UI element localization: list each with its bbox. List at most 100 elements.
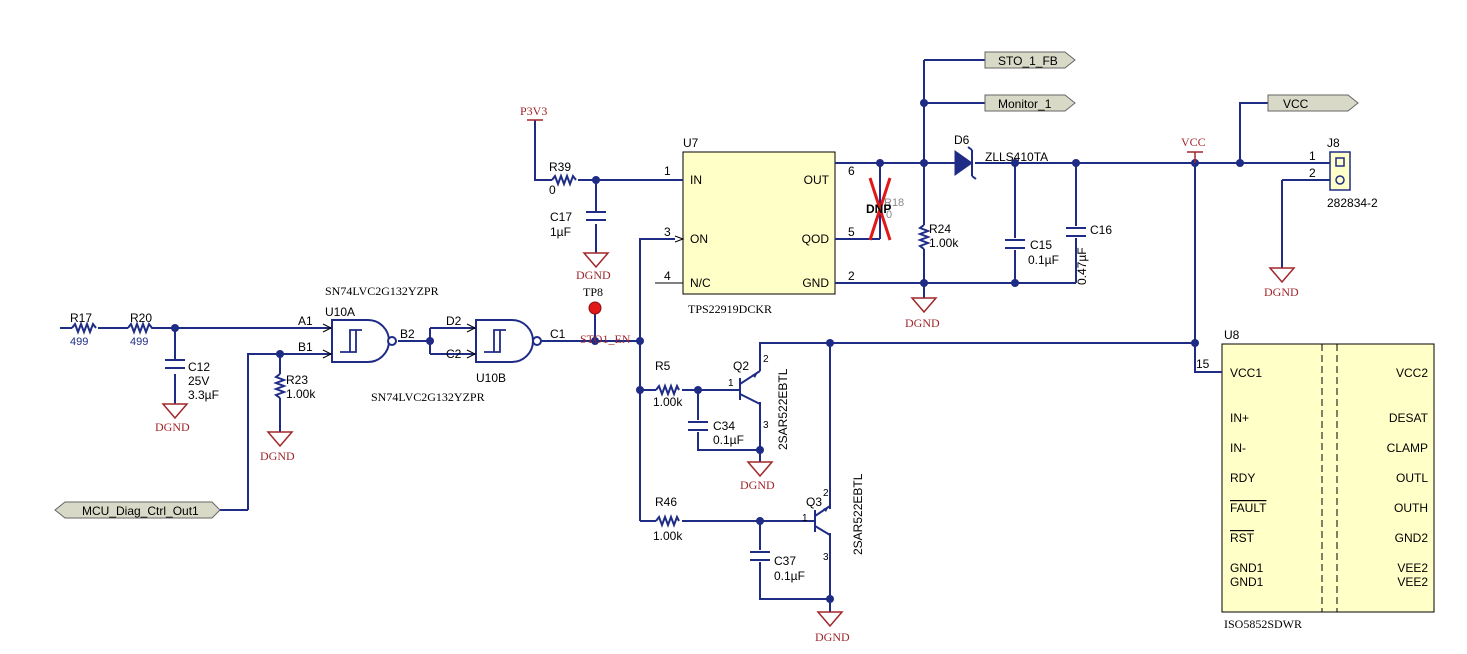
ground-q2: DGND [740, 461, 775, 492]
ground-icon [910, 297, 938, 314]
hysteresis-icon [484, 329, 506, 353]
wire-vcc-q2 [759, 342, 1195, 371]
capacitor-c16-symbol [1066, 227, 1086, 237]
u8-ref: U8 [1224, 328, 1240, 342]
junction-dot [1191, 339, 1199, 347]
flag-shape [1267, 94, 1359, 112]
u8-pin-rst: RST [1230, 531, 1255, 545]
resistor-r24[interactable]: R24 1.00k [917, 222, 959, 250]
junction-dot [1011, 279, 1019, 287]
monitor-1-label: Monitor_1 [998, 97, 1052, 111]
flag-sto-1-fb[interactable]: STO_1_FB [984, 51, 1076, 69]
u10a-schmitt-nand[interactable]: U10A SN74LVC2G132YZPR A1 B1 B2 [298, 284, 439, 363]
u7-pin1-num: 1 [664, 164, 671, 178]
capacitor-c17[interactable]: C17 1µF [550, 210, 606, 239]
flag-shape [984, 94, 1076, 112]
capacitor-c15-symbol [1005, 239, 1025, 249]
u8-pin-in-minus: IN- [1230, 441, 1246, 455]
capacitor-c37[interactable]: C37 0.1µF [750, 551, 805, 583]
ground-icon [816, 611, 844, 628]
wire-vcc-flag [1239, 102, 1268, 163]
u7-pin-out-label: OUT [804, 173, 830, 187]
transistor-q3[interactable]: Q3 1 2 3 2SAR522EBTL [802, 473, 865, 563]
r18-value: 0 [886, 209, 892, 221]
u7-pin-qod-label: QOD [802, 232, 830, 246]
flag-monitor-1[interactable]: Monitor_1 [984, 94, 1076, 112]
junction-dot [591, 337, 599, 345]
u7-pin5-num: 5 [848, 225, 855, 239]
junction-dot [636, 386, 644, 394]
p3v3-label: P3V3 [520, 104, 547, 118]
resistor-r39[interactable]: R39 0 [549, 160, 577, 197]
c16-value: 0.47µF [1075, 247, 1089, 285]
junction-dot [826, 595, 834, 603]
junction-dot [694, 386, 702, 394]
junction-dot [920, 279, 928, 287]
q3-pin1: 1 [802, 513, 808, 524]
wires [60, 59, 1330, 612]
connector-j8[interactable]: J8 282834-2 1 2 [1309, 136, 1378, 210]
u7-load-switch[interactable]: U7 TPS22919DCKR IN ON N/C OUT QOD GND 1 … [655, 136, 855, 316]
wire-u7-on [639, 238, 675, 341]
capacitor-c12[interactable]: C12 25V 3.3µF [165, 359, 219, 402]
capacitor-c17-symbol [586, 211, 606, 221]
test-point-tp8[interactable]: TP8 [583, 285, 603, 315]
junction-dot [756, 517, 764, 525]
ground-icon [266, 431, 294, 448]
junction-dot [171, 324, 179, 332]
ground-j8: DGND [1264, 267, 1299, 299]
u10b-ref: U10B [476, 371, 506, 385]
r46-ref: R46 [655, 495, 677, 509]
u10b-schmitt-nand[interactable]: U10B SN74LVC2G132YZPR D2 C2 C1 [371, 314, 566, 404]
resistor-r18-dnp[interactable]: R18 0 DNP [866, 177, 904, 241]
u8-pin15-num: 15 [1196, 357, 1210, 371]
resistor-r46[interactable]: R46 1.00k [653, 495, 683, 543]
resistor-r5[interactable]: R5 1.00k [653, 359, 683, 409]
resistor-r20-symbol [127, 321, 158, 335]
ground-r23: DGND [260, 431, 295, 463]
r24-ref: R24 [929, 222, 951, 236]
u7-pin2-num: 2 [848, 269, 855, 283]
j8-pin1-square [1335, 157, 1345, 167]
c12-ref: C12 [188, 360, 210, 374]
transistor-q2[interactable]: Q2 1 2 3 2SAR522EBTL [728, 354, 790, 450]
u10a-inverter-bubble [387, 336, 397, 346]
resistor-r23[interactable]: R23 1.00k [273, 373, 316, 401]
dgnd-label: DGND [155, 420, 190, 434]
r5-ref: R5 [655, 359, 671, 373]
u8-pin-gnd1-b: GND1 [1230, 575, 1264, 589]
r20-value: 499 [130, 336, 148, 348]
u10b-pin-c1: C1 [550, 327, 566, 341]
r23-value: 1.00k [286, 387, 316, 401]
q2-collector-emitter [739, 370, 761, 405]
r18-ref: R18 [884, 197, 904, 209]
c15-value: 0.1µF [1028, 253, 1059, 267]
u8-pin-desat: DESAT [1389, 411, 1429, 425]
junction-dot [1072, 159, 1080, 167]
u10a-body [331, 319, 390, 363]
flag-vcc[interactable]: VCC [1267, 94, 1359, 112]
ground-icon [161, 403, 189, 420]
sto-1-fb-label: STO_1_FB [998, 54, 1058, 68]
diode-cathode-bar [967, 146, 977, 180]
j8-body [1329, 151, 1351, 191]
u8-pin-vcc2: VCC2 [1396, 366, 1428, 380]
dgnd-label: DGND [260, 449, 295, 463]
resistor-r17[interactable]: R17 499 [70, 311, 97, 348]
u7-pin3-num: 3 [664, 225, 671, 239]
capacitor-c16[interactable]: C16 0.47µF [1066, 223, 1112, 285]
u7-pin-on-label: ON [690, 232, 708, 246]
wire-p3v3 [534, 120, 552, 181]
capacitor-c15[interactable]: C15 0.1µF [1005, 238, 1059, 267]
q3-emitter-arrow-icon [823, 506, 829, 512]
junction-dot [1011, 159, 1019, 167]
diode-d6[interactable]: D6 ZLLS410TA [954, 133, 1048, 180]
u8-gate-driver[interactable]: U8 ISO5852SDWR 15 VCC1 IN+ IN- RDY FAULT… [1196, 328, 1435, 631]
flag-mcu-diag-ctrl-out1[interactable]: MCU_Diag_Ctrl_Out1 [54, 501, 221, 519]
u10a-part: SN74LVC2G132YZPR [325, 284, 439, 298]
resistor-r20[interactable]: R20 499 [127, 311, 158, 348]
c12-voltage: 25V [188, 374, 209, 388]
capacitor-c34[interactable]: C34 0.1µF [688, 419, 744, 447]
u8-body [1221, 343, 1435, 613]
